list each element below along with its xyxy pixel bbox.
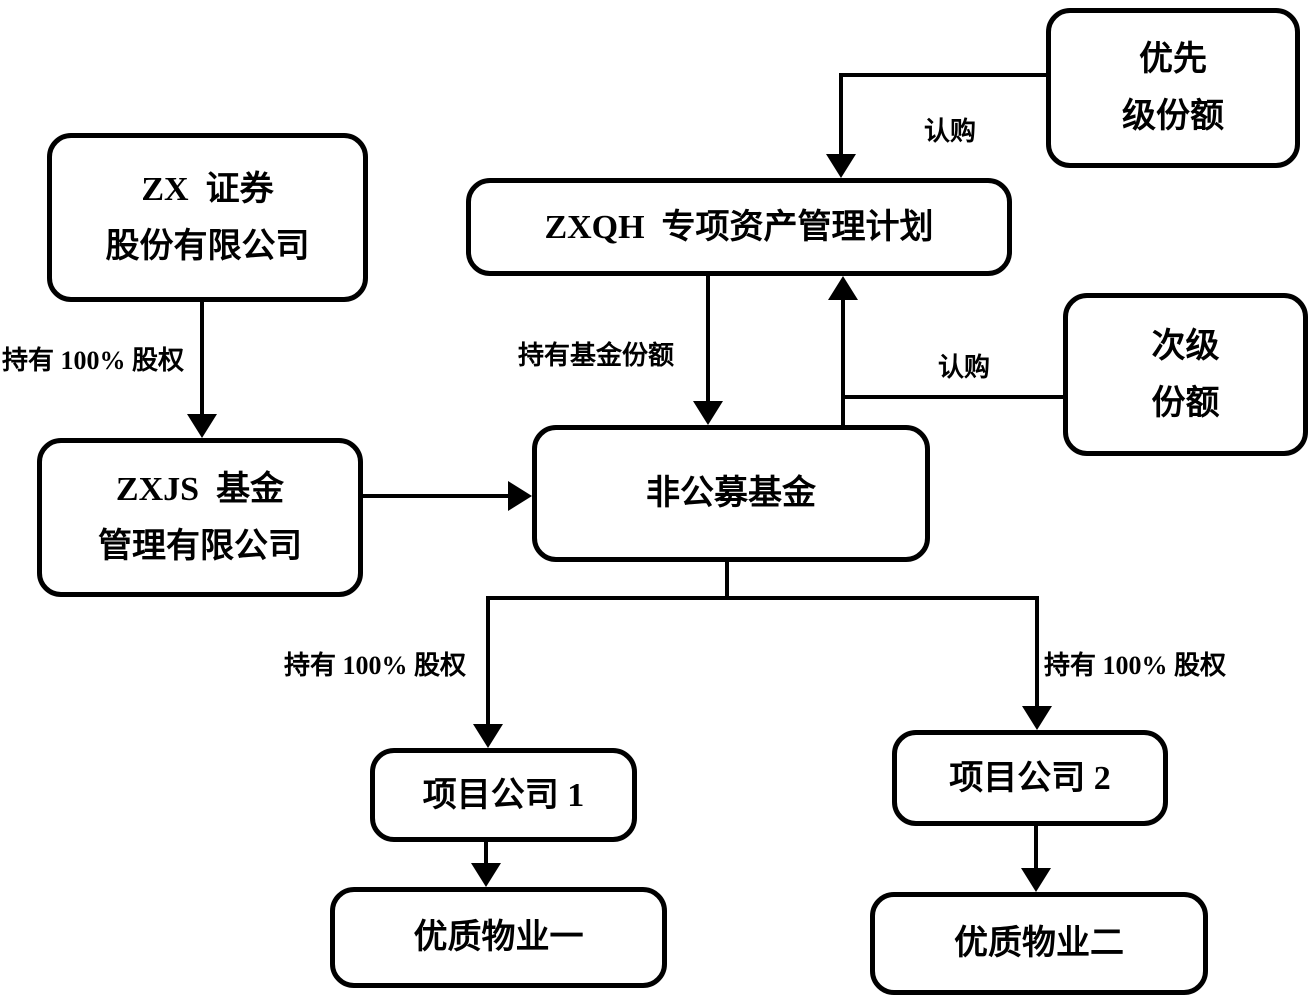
connector-priority-horizontal: [839, 73, 1046, 77]
node-private-fund-line1: 非公募基金: [646, 475, 816, 512]
node-subordinate-tranche: 次级 份额: [1063, 293, 1308, 456]
connector-up-to-plan-line: [841, 298, 845, 425]
connector-project1-to-property1-line: [484, 842, 488, 866]
node-project-company-1-line1: 项目公司 1: [422, 776, 585, 814]
node-priority-tranche: 优先 级份额: [1046, 8, 1300, 168]
node-zxjs-fund-management: ZXJS 基金 管理有限公司: [37, 438, 363, 597]
edge-label-hold-fund-shares: 持有基金份额: [518, 341, 675, 370]
connector-fund-to-project1-line: [486, 596, 490, 726]
node-property-2-line1: 优质物业二: [954, 925, 1124, 962]
connector-priority-vertical: [839, 73, 843, 158]
connector-zxjs-to-fund-line: [363, 494, 510, 498]
arrowhead-up-to-plan: [828, 276, 858, 300]
connector-fund-to-project2-line: [1035, 596, 1039, 710]
node-project-company-2-line1: 项目公司 2: [949, 759, 1111, 797]
node-priority-tranche-line1: 优先: [1139, 41, 1207, 78]
edge-label-zx-equity: 持有 100% 股权: [2, 346, 185, 375]
node-subordinate-tranche-line1: 次级: [1151, 327, 1220, 365]
arrowhead-down-project2-to-property2: [1021, 868, 1051, 892]
node-zx-securities: ZX 证券 股份有限公司: [47, 133, 368, 302]
connector-project2-to-property2-line: [1034, 826, 1038, 872]
node-private-fund: 非公募基金: [532, 425, 930, 562]
edge-label-fund-equity-left: 持有 100% 股权: [284, 651, 467, 680]
arrowhead-down-zx-to-zxjs: [187, 414, 217, 438]
connector-fund-branch-horizontal: [486, 596, 1039, 600]
connector-fund-branch-stub: [725, 560, 729, 600]
edge-label-fund-equity-right: 持有 100% 股权: [1044, 651, 1227, 680]
edge-label-subordinate-subscribe: 认购: [938, 353, 991, 382]
node-zxqh-plan-line1: ZXQH 专项资产管理计划: [544, 208, 934, 246]
arrowhead-down-project1-to-property1: [471, 863, 501, 887]
node-project-company-1: 项目公司 1: [370, 748, 637, 842]
connector-subordinate-horizontal: [843, 395, 1063, 399]
arrowhead-right-zxjs-to-fund: [508, 481, 532, 511]
edge-label-priority-subscribe: 认购: [924, 117, 977, 146]
node-property-2: 优质物业二: [870, 892, 1208, 995]
connector-plan-to-fund-line: [706, 276, 710, 406]
node-subordinate-tranche-line2: 份额: [1151, 384, 1220, 422]
node-property-1-line1: 优质物业一: [413, 919, 584, 956]
node-zx-securities-line1: ZX 证券: [141, 170, 274, 208]
node-zx-securities-line2: 股份有限公司: [105, 227, 310, 265]
arrowhead-down-priority-to-plan: [826, 154, 856, 178]
node-zxqh-plan: ZXQH 专项资产管理计划: [466, 178, 1012, 276]
node-priority-tranche-line2: 级份额: [1122, 98, 1224, 135]
arrowhead-down-fund-to-project2: [1022, 706, 1052, 730]
node-project-company-2: 项目公司 2: [892, 730, 1168, 826]
arrowhead-down-plan-to-fund: [693, 401, 723, 425]
connector-zx-to-zxjs-line: [200, 302, 204, 416]
node-property-1: 优质物业一: [330, 887, 667, 988]
node-zxjs-fund-management-line2: 管理有限公司: [98, 527, 302, 565]
arrowhead-down-fund-to-project1: [473, 724, 503, 748]
node-zxjs-fund-management-line1: ZXJS 基金: [115, 470, 285, 508]
